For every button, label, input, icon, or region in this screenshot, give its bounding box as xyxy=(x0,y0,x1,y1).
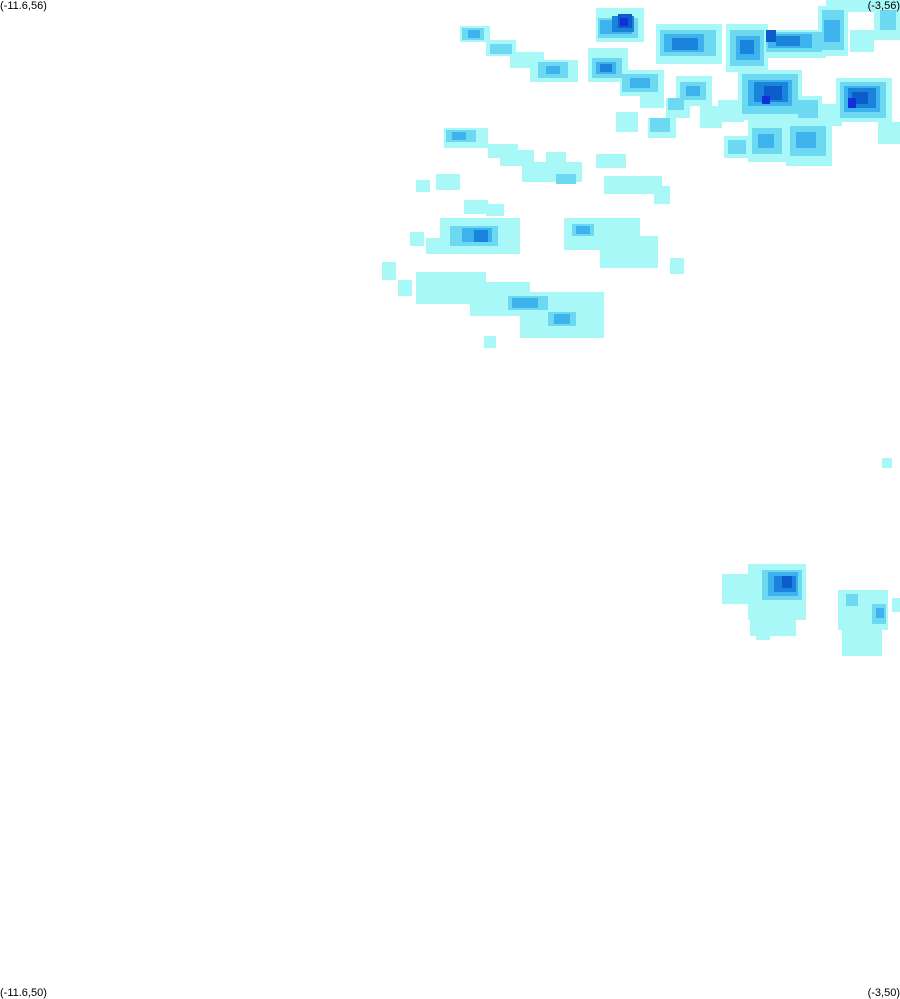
corner-label-bottom-left: (-11.6,50) xyxy=(0,987,47,999)
corner-label-top-right: (-3,56) xyxy=(867,0,900,12)
corner-label-top-left: (-11.6,56) xyxy=(0,0,47,12)
intensity-level-2-regions xyxy=(446,10,896,624)
intensity-level-1-regions xyxy=(382,0,900,656)
corner-label-bottom-right: (-3,50) xyxy=(867,987,900,999)
intensity-level-6-regions xyxy=(620,18,856,108)
